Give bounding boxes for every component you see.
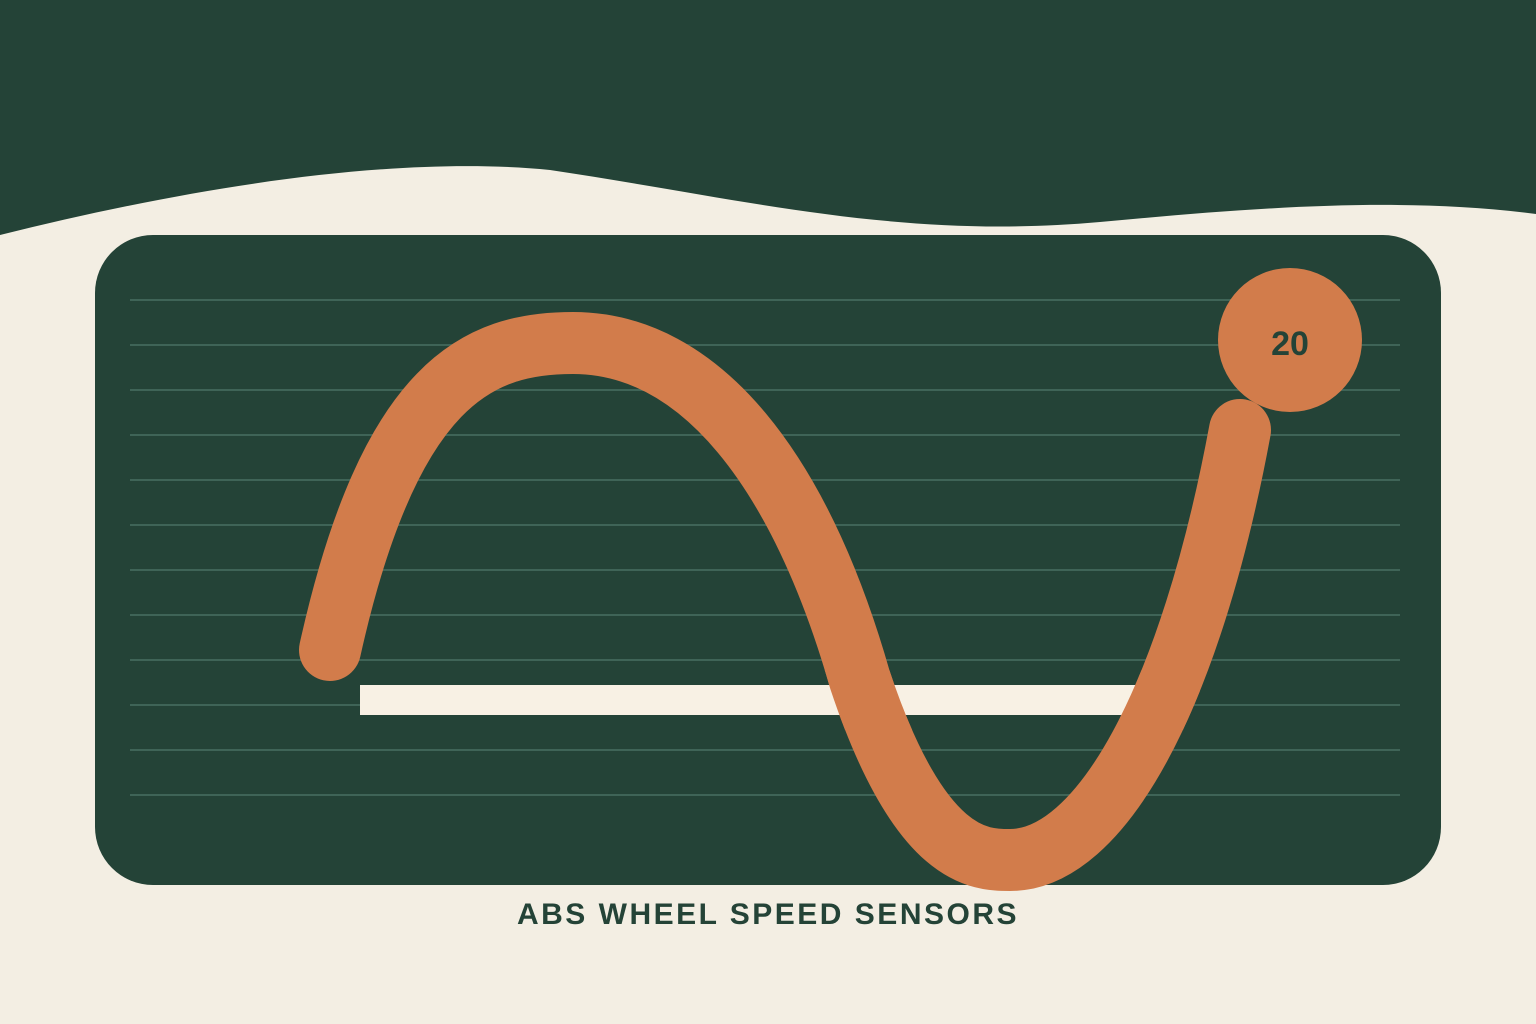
baseline-bar <box>360 685 1180 715</box>
badge-value: 20 <box>1271 325 1309 363</box>
header-wave <box>0 0 1536 235</box>
circle-badge-icon <box>1218 268 1362 412</box>
caption-title: ABS WHEEL SPEED SENSORS <box>516 898 1020 931</box>
sine-wave-icon <box>299 311 1271 892</box>
